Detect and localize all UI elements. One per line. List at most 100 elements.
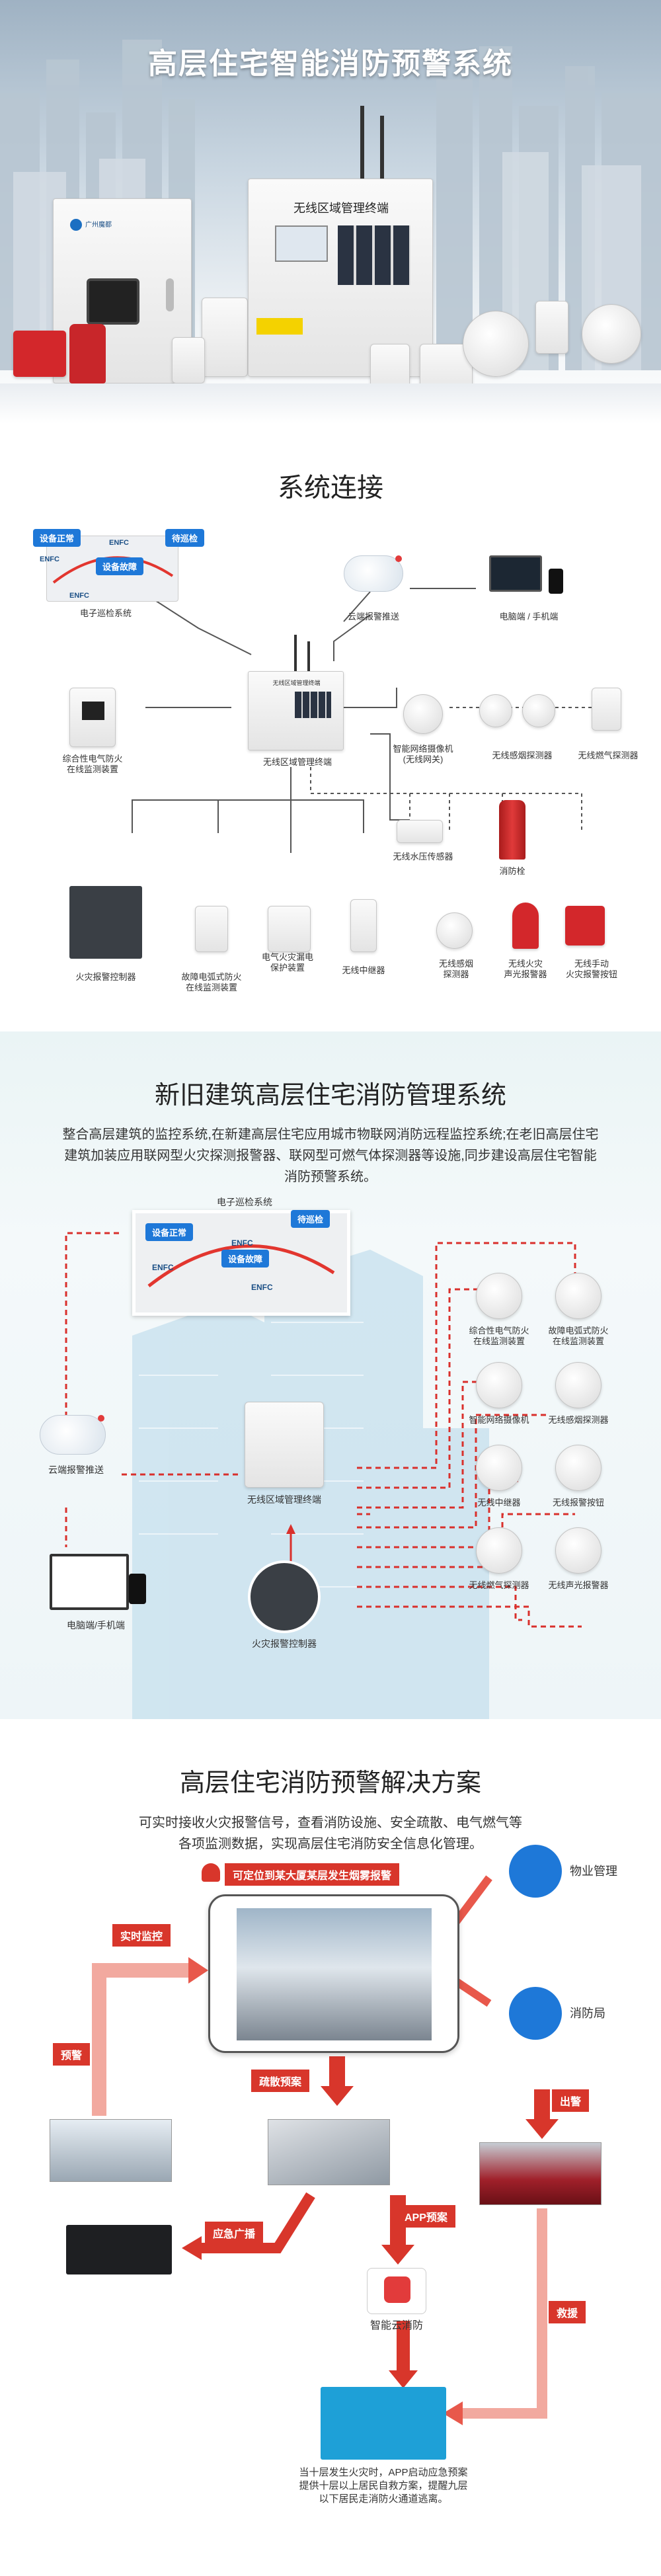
- cloud-label: 云端报警推送: [347, 612, 399, 622]
- fire-controller-icon: [69, 886, 142, 959]
- bottom-label: 无线手动 火灾报警按钮: [565, 959, 617, 979]
- device-circle: [476, 1273, 522, 1319]
- cloud-icon: [344, 555, 403, 592]
- sound-light-alarm-icon: [512, 903, 539, 949]
- connection-lines: [132, 588, 595, 853]
- final-text: 当十层发生火灾时，APP启动应急预案 提供十层以上居民自救方案，提醒九层 以下居…: [299, 2467, 468, 2505]
- ground-line: [0, 383, 661, 423]
- section-desc-line2: 各项监测数据，实现高层住宅消防安全信息化管理。: [178, 1837, 483, 1851]
- cabinet-brand: 广州魔都: [85, 221, 112, 229]
- label-warning: 预警: [53, 2043, 91, 2066]
- device-screen: [82, 702, 104, 720]
- controller-label: 火灾报警控制器: [252, 1638, 317, 1649]
- alarm-icon: [202, 1863, 220, 1882]
- bottom-label: 故障电弧式防火 在线监测装置: [181, 972, 242, 992]
- map-tag: ENFC: [251, 1283, 273, 1292]
- section-title: 系统连接: [278, 473, 383, 503]
- smoke-detector-icon: [522, 694, 555, 727]
- gas-label: 无线燃气探测器: [578, 750, 639, 760]
- pc-monitor-icon: [489, 555, 542, 592]
- device-circle: [555, 1273, 602, 1319]
- terminal-icon: [245, 1402, 324, 1488]
- alarm-banner: 可定位到某大厦某层发生烟雾报警: [225, 1863, 400, 1886]
- bottom-label: 火灾报警控制器: [75, 972, 136, 982]
- fire-bureau-icon: [509, 1987, 562, 2040]
- map-tag: ENFC: [69, 592, 89, 600]
- office-photo: [50, 2119, 172, 2182]
- page-title: 高层住宅智能消防预警系统: [148, 48, 513, 80]
- terminal-warning-label: [256, 318, 303, 335]
- right-device-label: 无线中继器: [477, 1498, 521, 1508]
- repeater-icon: [350, 899, 377, 952]
- network-camera: [582, 304, 641, 364]
- camera-label: 智能网络摄像机 (无线网关): [393, 744, 453, 764]
- terminal-icon: 无线区域管理终端: [248, 671, 344, 750]
- app-logo: [384, 2276, 410, 2303]
- leakage-protector-icon: [268, 906, 311, 952]
- terminal-antenna: [294, 635, 297, 674]
- camera-icon: [403, 694, 443, 734]
- terminal-icon-title: 无线区域管理终端: [272, 680, 321, 686]
- management-section: 新旧建筑高层住宅消防管理系统 整合高层建筑的监控系统,在新建高层住宅应用城市物联…: [0, 1031, 661, 1719]
- hero-banner: 高层住宅智能消防预警系统 广州魔都 无线区域管理终端: [0, 0, 661, 423]
- escape-sign: [321, 2387, 446, 2460]
- repeater-circle: [476, 1445, 522, 1491]
- right-device-label: 无线燃气探测器: [469, 1580, 529, 1590]
- section-title: 新旧建筑高层住宅消防管理系统: [154, 1082, 506, 1109]
- cabinet-handle: [166, 278, 174, 311]
- arc-fault-device-icon: [195, 906, 228, 952]
- cloud-fire-app-icon: [367, 2268, 426, 2314]
- antenna-right: [380, 116, 384, 198]
- label-broadcast: 应急广播: [205, 2222, 264, 2244]
- sound-light-alarm: [69, 324, 106, 383]
- pc-monitor-icon: [50, 1554, 129, 1610]
- left-device-label: 综合性电气防火 在线监测装置: [62, 754, 123, 774]
- system-connection-section: 系统连接 设备正常 设备故障 待巡检 ENFC: [0, 423, 661, 1031]
- section-title: 高层住宅消防预警解决方案: [179, 1769, 481, 1797]
- gas-circle: [476, 1527, 522, 1574]
- phone-icon: [549, 569, 563, 594]
- terminal-label: 无线区域管理终端: [262, 757, 332, 767]
- smoke-detector: [463, 311, 529, 377]
- alert-dot: [395, 555, 402, 562]
- pc-phone-label: 电脑端 / 手机端: [499, 612, 559, 622]
- hydrant-icon: [499, 800, 525, 860]
- gas-detector: [202, 298, 248, 377]
- label-dispatch: 出警: [552, 2089, 590, 2112]
- right-device-label: 故障电弧式防火 在线监测装置: [548, 1326, 609, 1346]
- terminal-title: 无线区域管理终端: [293, 202, 389, 215]
- badge-normal: 设备正常: [33, 529, 81, 547]
- right-device-label: 无线声光报警器: [548, 1580, 609, 1590]
- terminal-keypad: [338, 225, 410, 285]
- brand-logo: [70, 219, 82, 231]
- solution-section: 高层住宅消防预警解决方案 可实时接收火灾报警信号，查看消防设施、安全疏散、电气燃…: [0, 1719, 661, 2576]
- property-icon: [509, 1845, 562, 1898]
- right-device-label: 无线报警按钮: [552, 1498, 604, 1508]
- cloud-fire-label: 智能云消防: [369, 2320, 423, 2331]
- fire-truck-photo: [479, 2142, 602, 2205]
- bottom-label: 电气火灾漏电 保护装置: [261, 952, 313, 973]
- stairway-photo: [268, 2119, 390, 2185]
- right-device-label: 无线感烟探测器: [548, 1415, 609, 1425]
- terminal-screen: [275, 225, 328, 262]
- pc-phone-label: 电脑端/手机端: [67, 1620, 125, 1630]
- alert-dot: [98, 1415, 104, 1422]
- terminal-antenna: [307, 641, 310, 674]
- bottom-label: 无线中继器: [342, 965, 385, 975]
- label-evacuation: 疏散预案: [251, 2070, 310, 2092]
- flow-arrows: [92, 1875, 559, 2425]
- camera-circle: [476, 1362, 522, 1408]
- terminal-label: 无线区域管理终端: [247, 1494, 321, 1505]
- map-route-arc: [147, 1244, 335, 1287]
- alarm-circle: [555, 1527, 602, 1574]
- label-rescue: 救援: [549, 2301, 586, 2323]
- hydrant-label: 消防栓: [499, 866, 525, 876]
- map-tag: ENFC: [152, 1263, 174, 1272]
- breaker-device: [172, 337, 205, 383]
- map-caption: 电子巡检系统: [217, 1197, 272, 1207]
- badge-fault: 设备故障: [96, 557, 144, 575]
- smoke-detector-icon: [479, 694, 512, 727]
- section-description: 整合高层建筑的监控系统,在新建高层住宅应用城市物联网消防远程监控系统;在老旧高层…: [62, 1127, 599, 1184]
- label-realtime: 实时监控: [112, 1924, 171, 1947]
- cloud-label: 云端报警推送: [48, 1465, 104, 1475]
